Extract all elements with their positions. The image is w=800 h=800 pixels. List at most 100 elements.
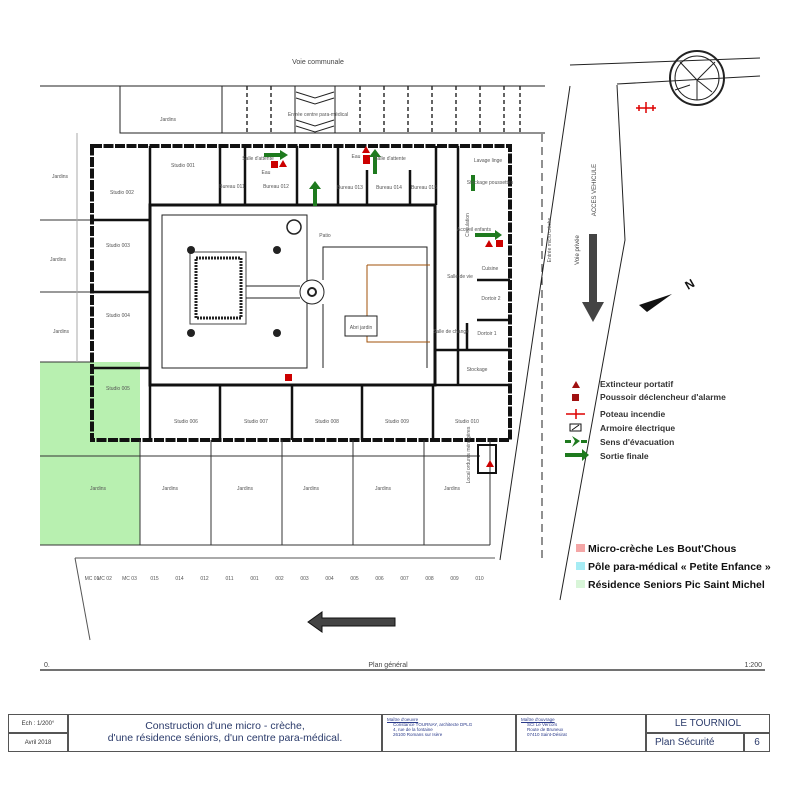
legend: Extincteur portatif Poussoir déclencheur… [565,379,771,591]
owner-line: 07410 Saint-Désirat [527,732,567,737]
architect-cell: Maître d'oeuvre Constance TOURNAY, archi… [382,714,516,752]
room-label: Bureau 014 [376,185,402,191]
project-name: LE TOURNIOL [646,714,770,733]
parking-stall-label: 005 [350,576,359,582]
bottom-gardens [40,440,497,546]
shed-label: Abri jardin [350,325,373,331]
garden-label: Jardins [303,486,320,492]
bin-room-label: Local ordures ménagères [466,426,472,483]
extinguisher-icon [362,146,370,153]
owner-cell: Maître d'ouvrage SCI Le Vercors Route de… [516,714,646,752]
garden-label: Jardins [237,486,254,492]
final-exit-icon [475,233,495,237]
owner-heading: Maître d'ouvrage [521,717,555,722]
room-label: Stockage poussettes [467,180,514,186]
extinguisher-icon [279,160,287,167]
parking-stall-label: 002 [275,576,284,582]
traffic-direction-arrow [307,611,396,633]
legend-label: Armoire électrique [600,423,675,433]
building [90,144,512,442]
architect-heading: Maître d'oeuvre [387,717,419,722]
garden-label: Jardins [90,486,107,492]
parking-stall-label: 001 [250,576,259,582]
scale-cell: Ech : 1/200° [8,714,68,733]
legend-label: Sortie finale [600,451,649,461]
legend-label: Extincteur portatif [600,379,673,389]
garden-label: Jardins [162,486,179,492]
parking-stall-label: 010 [475,576,484,582]
legend-label: Sens d'évacuation [600,437,674,447]
architect-line: 4, rue de la fontaine [393,727,433,732]
room-label: Bureau 012 [263,184,289,190]
parking-stalls [115,562,490,610]
evacuation-direction-icon [565,436,587,447]
room-label: Salle d'attente [374,156,406,162]
garden-label: Jardins [50,257,67,263]
room-label: Studio 004 [106,313,130,319]
parking-stall-label: 009 [450,576,459,582]
parking-stall-label: 012 [200,576,209,582]
parking-stall-label: 007 [400,576,409,582]
room-label: Stockage [467,367,488,373]
north-arrow-icon [639,294,672,312]
room-label: Studio 010 [455,419,479,425]
room-label: Cuisine [482,266,499,272]
sheet-name: Plan Sécurité [646,733,744,752]
bottom-parking [74,557,495,641]
room-label: Bureau 011 [219,184,245,190]
title-line: d'une résidence séniors, d'un centre par… [107,732,343,744]
scale-left: 0. [44,662,50,669]
alarm-button-icon [271,161,278,168]
parking-stall-label: 015 [150,576,159,582]
private-road-label: Voie privée [575,234,581,264]
final-exit-icon [373,156,377,174]
alarm-button-icon [285,374,292,381]
plan-title: Plan général [368,662,408,669]
garden-label: Jardins [53,329,70,335]
road [499,57,761,601]
garden-label: Jardins [160,117,177,123]
hydrant-icon [636,102,656,113]
room-label: Studio 007 [244,419,268,425]
top-parking [40,85,545,134]
zone-label: Résidence Seniors Pic Saint Michel [588,579,765,591]
extinguisher-icon [486,460,494,467]
hydrant-icon [566,409,585,419]
architect-line: 26100 Romans sur Isère [393,732,443,737]
north-label: N [683,276,698,292]
garden-label: Jardins [52,174,69,180]
access-label: ACCES VEHICULE [592,164,598,216]
room-label: Eau [352,154,361,160]
extinguisher-icon [572,381,580,388]
final-exit-icon [313,188,317,206]
final-exit-icon [264,153,280,157]
entrance-label: Entrée centre para-médical [288,112,348,118]
parking-stall-label: 006 [375,576,384,582]
scale-right: 1:200 [744,662,762,669]
legend-label: Poussoir déclencheur d'alarme [600,392,726,402]
parking-stall-label: MC 01 [85,576,100,582]
room-label: Eau [262,170,271,176]
safety-symbols [264,146,503,467]
parking-stall-label: 003 [300,576,309,582]
garden-label: Jardins [375,486,392,492]
patio-label: Patio [319,233,331,239]
zone-label: Micro-crèche Les Bout'Chous [588,543,737,555]
legend-label: Poteau incendie [600,409,665,419]
zone-swatch [576,562,585,570]
title-line: Construction d'une micro - crèche, [145,720,305,732]
parking-stall-label: 008 [425,576,434,582]
parking-stall-label: 004 [325,576,334,582]
room-label: Salle de change [433,329,469,335]
garden-label: Jardins [444,486,461,492]
micro-entrance-label: Entrée micro crèche [547,217,553,262]
traffic-arrow-down [582,234,604,322]
electrical-cabinet-icon [569,423,582,432]
room-label: Bureau 013 [337,185,363,191]
room-label: Studio 006 [174,419,198,425]
tree-icon [669,50,725,106]
project-title: Construction d'une micro - crèche, d'une… [68,714,382,752]
alarm-button-icon [363,155,370,164]
architect-line: Constance TOURNAY, architecte DPLG [393,722,473,727]
